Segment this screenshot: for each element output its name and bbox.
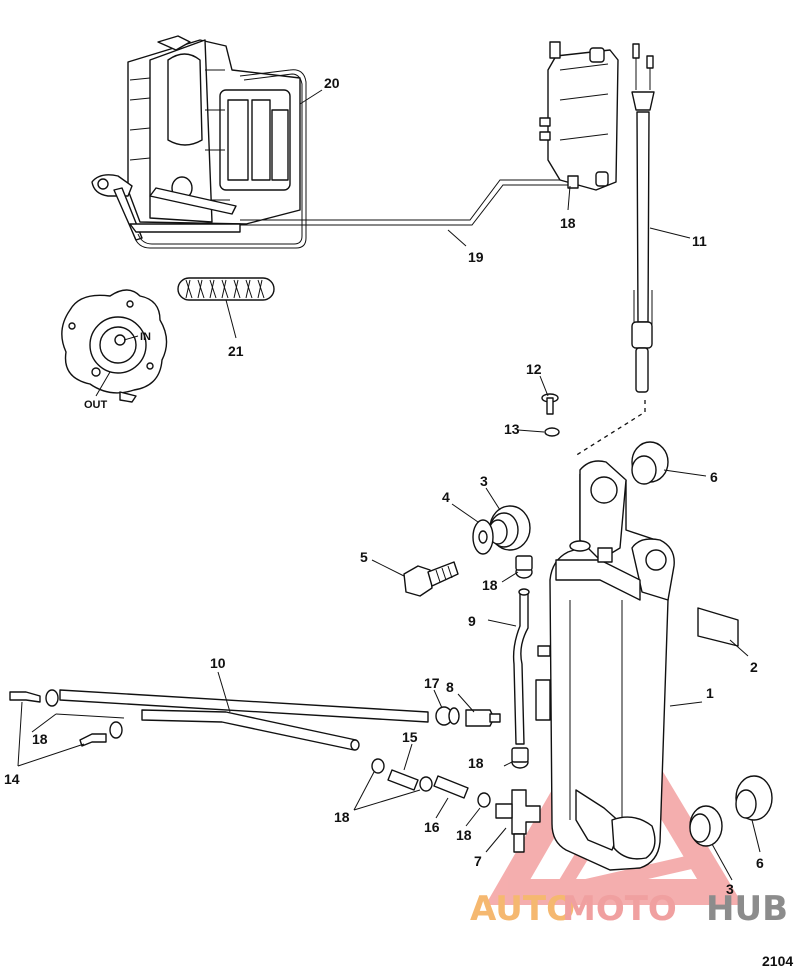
callout-14: 14 — [4, 771, 20, 787]
callout-5: 5 — [360, 549, 368, 565]
wire-harness-7 — [631, 43, 655, 393]
svg-text:AUTO: AUTO — [470, 889, 575, 929]
fuel-module — [539, 41, 619, 191]
clamp-18-tee — [477, 792, 491, 808]
callout-18-module: 18 — [560, 215, 576, 231]
callout-6-top: 6 — [710, 469, 718, 485]
svg-text:HUB: HUB — [706, 889, 788, 929]
watermark-text: AUTO MOTO HUB — [470, 889, 788, 929]
callout-18-housing-upper: 18 — [482, 577, 498, 593]
callout-12: 9 — [468, 613, 476, 629]
fitting-10 — [465, 709, 501, 727]
callout-19: 19 — [468, 249, 484, 265]
clamp-18-housing-upper — [515, 555, 533, 579]
clamp-18-mid-a — [371, 758, 385, 774]
clamp-18-left-a — [45, 689, 59, 707]
callout-18-mid: 18 — [334, 809, 350, 825]
clamp-18-mid-b — [419, 776, 433, 792]
callout-10: 8 — [446, 679, 454, 695]
hose-16 — [433, 775, 469, 799]
engine-block — [91, 35, 301, 241]
fuel-line-19 — [240, 179, 572, 221]
grommet-3-top — [488, 505, 531, 551]
callout-11: 7 — [474, 853, 482, 869]
sleeve-21 — [177, 277, 275, 301]
bushing-6-top — [631, 441, 669, 485]
callout-3-top: 3 — [480, 473, 488, 489]
screw-8 — [541, 393, 559, 415]
figure-id: 2104 — [762, 953, 793, 969]
filter-housing — [535, 460, 675, 871]
bolt-5 — [403, 561, 459, 597]
hose-13 — [59, 689, 429, 751]
clamp-18-left-b — [109, 721, 123, 739]
callout-6-bottom: 6 — [756, 855, 764, 871]
callout-4: 4 — [442, 489, 450, 505]
grommet-3-bottom — [689, 805, 723, 847]
connector-15 — [387, 769, 419, 791]
callout-9: 13 — [504, 421, 520, 437]
callout-15: 15 — [402, 729, 418, 745]
callout-13: 10 — [210, 655, 226, 671]
fitting-14a — [9, 691, 41, 703]
callout-18-tee: 18 — [456, 827, 472, 843]
callout-17: 17 — [424, 675, 440, 691]
callout-2: 2 — [750, 659, 758, 675]
callout-18-housing-lower: 18 — [468, 755, 484, 771]
label-plate — [697, 607, 739, 647]
washer-4 — [472, 519, 494, 555]
callout-labels: 20 19 18 11 21 IN OUT 12 13 6 3 4 5 18 9… — [4, 75, 793, 969]
callout-21: 21 — [228, 343, 244, 359]
callout-7: 11 — [692, 233, 707, 249]
pump-flange — [61, 289, 168, 403]
washer-9 — [544, 427, 560, 437]
callout-1: 1 — [706, 685, 714, 701]
callout-18-left: 18 — [32, 731, 48, 747]
bushing-6-bottom — [735, 775, 773, 821]
callout-20: 20 — [324, 75, 340, 91]
port-in-label: IN — [140, 331, 151, 343]
leader-lines — [17, 89, 761, 881]
callout-16: 16 — [424, 819, 440, 835]
port-out-label: OUT — [84, 399, 108, 411]
svg-text:MOTO: MOTO — [562, 889, 677, 929]
tee-fitting-11 — [495, 789, 541, 853]
callout-8: 12 — [526, 361, 542, 377]
callout-3-bottom: 3 — [726, 881, 734, 897]
clamp-18-housing-lower — [511, 747, 529, 769]
hose-12 — [512, 591, 529, 745]
fitting-14b — [79, 733, 107, 747]
fuel-line-20 — [129, 69, 307, 249]
